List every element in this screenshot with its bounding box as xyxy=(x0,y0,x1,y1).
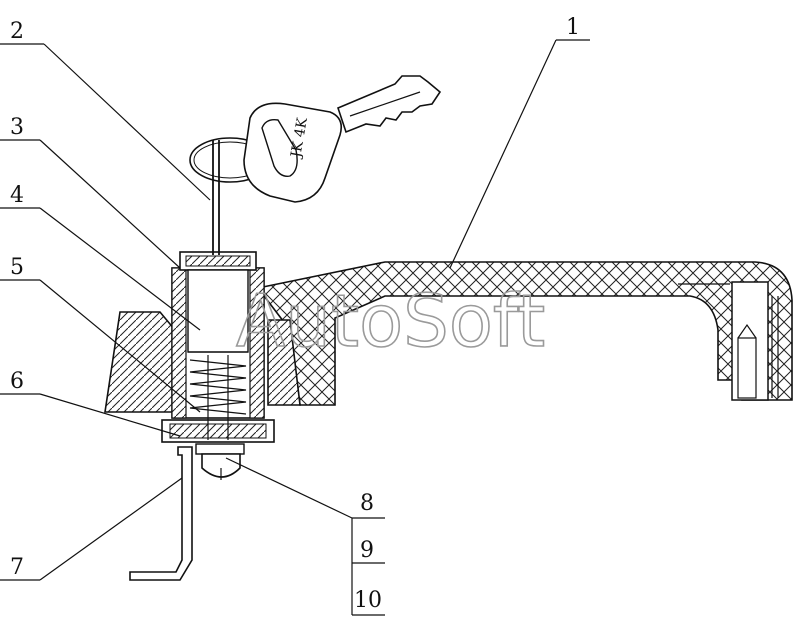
screw-washer xyxy=(195,443,245,480)
door-handle xyxy=(256,261,793,406)
lock-cylinder xyxy=(171,251,265,440)
callout-5: 5 xyxy=(10,255,24,280)
callout-1: 1 xyxy=(566,15,580,40)
callout-labels: 1 2 3 4 5 6 7 8 9 10 xyxy=(10,15,580,613)
watermark: AutoSoft xyxy=(236,279,545,363)
callout-3: 3 xyxy=(10,115,24,140)
callout-6: 6 xyxy=(10,369,24,394)
callout-8: 8 xyxy=(360,491,374,516)
mounting-bracket xyxy=(129,446,193,581)
callout-7: 7 xyxy=(10,555,24,580)
key-marking: JK 4K xyxy=(288,116,311,161)
callout-9: 9 xyxy=(360,538,374,563)
key-and-ring: JK 4K xyxy=(189,75,442,255)
leader-lines xyxy=(0,39,590,616)
callout-2: 2 xyxy=(10,19,24,44)
callout-10: 10 xyxy=(354,588,382,613)
callout-4: 4 xyxy=(10,183,24,208)
